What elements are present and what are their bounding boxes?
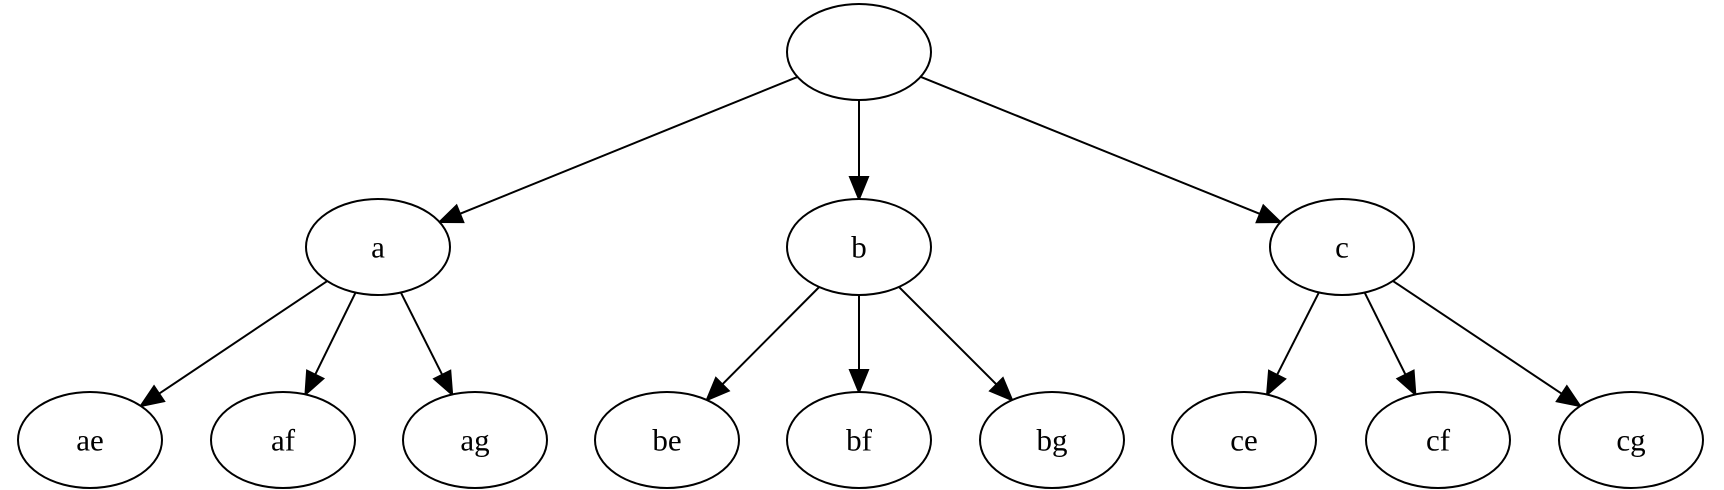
- node-c: c: [1269, 198, 1415, 296]
- arrowhead: [432, 369, 454, 397]
- edge-b-bf: [848, 295, 870, 395]
- node-ce: ce: [1171, 391, 1317, 489]
- node-ellipse: [786, 391, 932, 489]
- node-b: b: [786, 198, 932, 296]
- node-be: be: [594, 391, 740, 489]
- node-ellipse: [210, 391, 356, 489]
- arrowhead: [988, 376, 1014, 402]
- node-ellipse: [786, 3, 932, 101]
- node-cg: cg: [1558, 391, 1704, 489]
- edge-line: [158, 280, 328, 395]
- node-label: b: [851, 230, 867, 265]
- edge-c-ce: [1265, 292, 1320, 397]
- node-root: [786, 3, 932, 101]
- node-bg: bg: [979, 391, 1125, 489]
- edge-line: [1392, 280, 1563, 395]
- node-label: ce: [1230, 423, 1258, 458]
- edge-root-a: [437, 76, 798, 224]
- edge-root-b: [848, 100, 870, 202]
- edge-a-af: [304, 292, 357, 397]
- edge-line: [1363, 292, 1407, 376]
- edges-layer: [138, 75, 1583, 408]
- node-ellipse: [305, 198, 451, 296]
- node-label: be: [652, 423, 681, 458]
- node-bf: bf: [786, 391, 932, 489]
- arrowhead: [437, 203, 465, 224]
- nodes-layer: a b c ae af ag be bf bg ce cf cg: [17, 3, 1704, 489]
- arrowhead: [138, 384, 166, 408]
- node-ellipse: [402, 391, 548, 489]
- edge-root-c: [920, 75, 1283, 224]
- arrowhead: [704, 376, 731, 402]
- node-ellipse: [1171, 391, 1317, 489]
- edge-b-bg: [898, 286, 1014, 402]
- arrowhead: [1395, 369, 1417, 397]
- node-ellipse: [594, 391, 740, 489]
- arrowhead: [1265, 369, 1287, 397]
- edge-line: [920, 75, 1261, 215]
- node-label: af: [271, 423, 296, 458]
- node-label: ae: [76, 423, 104, 458]
- edge-line: [399, 292, 444, 376]
- node-label: bg: [1037, 423, 1068, 458]
- node-ellipse: [786, 198, 932, 296]
- node-af: af: [210, 391, 356, 489]
- arrowhead: [1555, 384, 1583, 408]
- edge-b-be: [704, 286, 820, 402]
- edge-line: [459, 76, 798, 215]
- arrowhead: [304, 369, 326, 397]
- node-ellipse: [17, 391, 163, 489]
- node-ellipse: [1558, 391, 1704, 489]
- node-ellipse: [979, 391, 1125, 489]
- node-a: a: [305, 198, 451, 296]
- edge-line: [314, 292, 357, 376]
- node-ag: ag: [402, 391, 548, 489]
- node-label: cg: [1616, 423, 1645, 458]
- node-ae: ae: [17, 391, 163, 489]
- node-label: bf: [846, 423, 873, 458]
- edge-line: [721, 286, 820, 386]
- node-cf: cf: [1365, 391, 1511, 489]
- node-ellipse: [1365, 391, 1511, 489]
- node-label: ag: [460, 423, 489, 458]
- edge-c-cg: [1392, 280, 1583, 408]
- arrowhead: [848, 176, 870, 202]
- edge-line: [1276, 292, 1320, 376]
- edge-c-cf: [1363, 292, 1417, 397]
- node-label: cf: [1426, 423, 1451, 458]
- edge-a-ag: [399, 292, 454, 397]
- edge-line: [898, 286, 998, 386]
- edge-a-ae: [138, 280, 328, 408]
- node-label: a: [371, 230, 385, 265]
- arrowhead: [1255, 203, 1283, 224]
- node-ellipse: [1269, 198, 1415, 296]
- arrowhead: [848, 369, 870, 395]
- node-label: c: [1335, 230, 1349, 265]
